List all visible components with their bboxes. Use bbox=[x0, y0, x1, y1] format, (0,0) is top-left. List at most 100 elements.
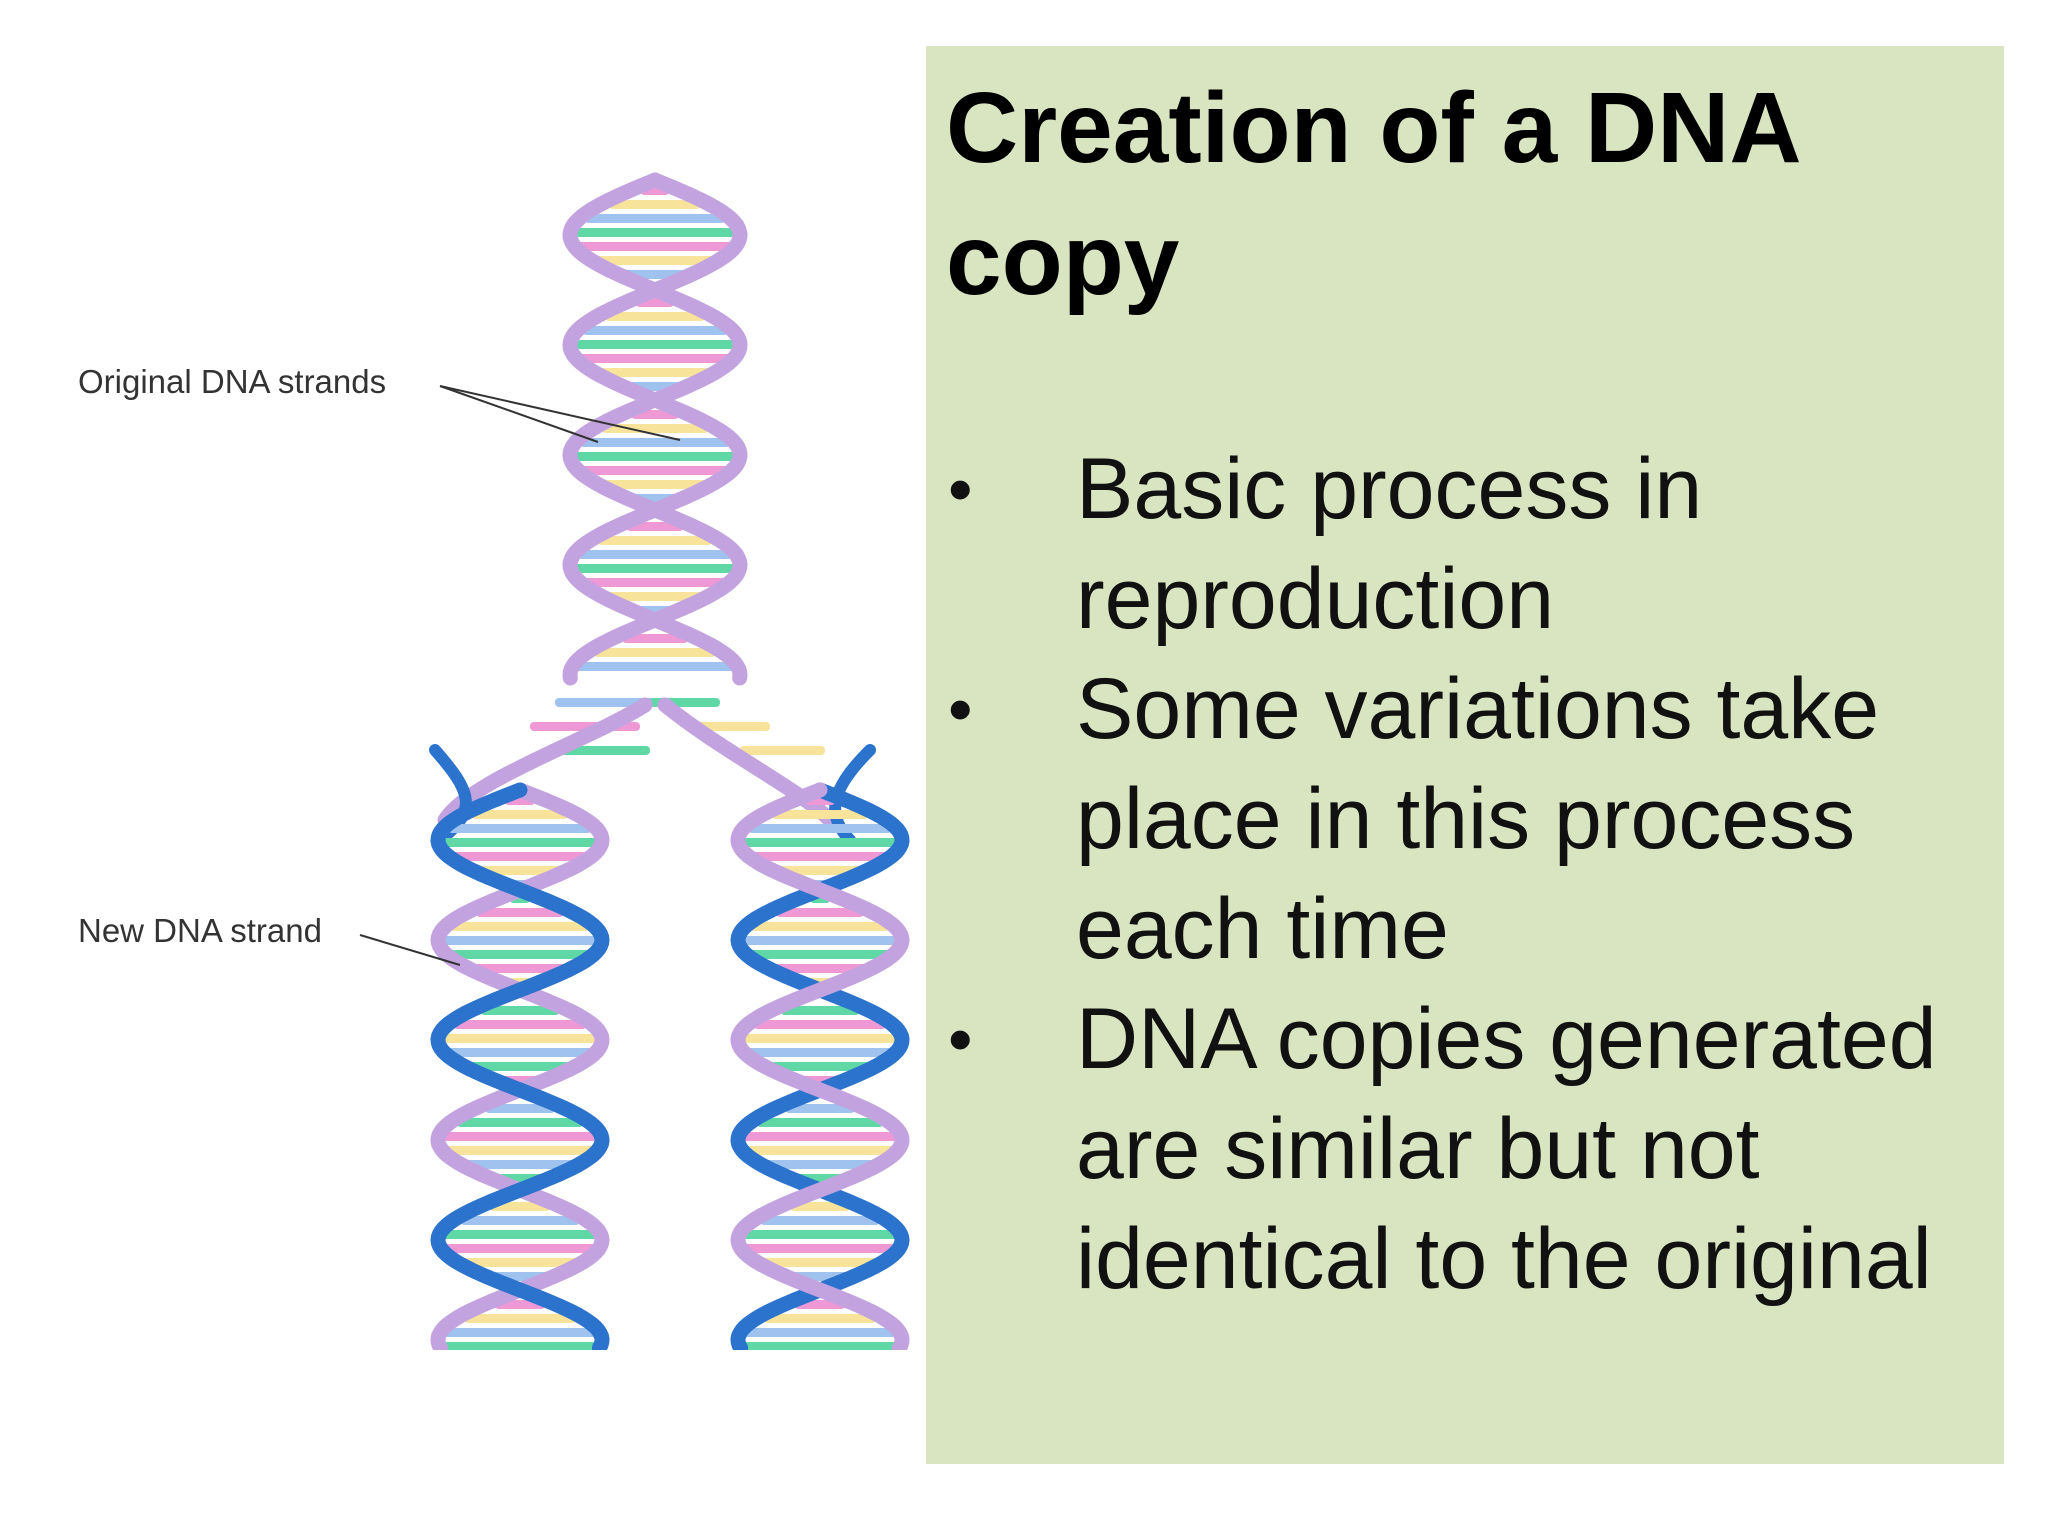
base-pair bbox=[605, 312, 705, 321]
bullet-icon: • bbox=[948, 1000, 973, 1078]
bullet-item: • Some variations take place in this pro… bbox=[946, 654, 1996, 984]
dna-strand-line bbox=[430, 782, 610, 1350]
original-strands-pointer bbox=[439, 385, 599, 443]
base-pair bbox=[780, 1006, 860, 1015]
base-pair bbox=[756, 1118, 884, 1127]
base-pair bbox=[740, 746, 825, 755]
base-pair bbox=[742, 950, 898, 959]
dna-strand-line bbox=[730, 782, 910, 1350]
base-pair bbox=[571, 228, 739, 237]
base-pair bbox=[440, 1048, 600, 1057]
base-pair bbox=[760, 1216, 880, 1225]
base-pair bbox=[753, 1160, 887, 1169]
base-pair bbox=[750, 1258, 890, 1267]
base-pair bbox=[453, 1020, 587, 1029]
base-pair bbox=[438, 936, 602, 945]
base-pair bbox=[438, 838, 602, 847]
base-pair bbox=[463, 1314, 577, 1323]
base-pair bbox=[439, 1034, 601, 1043]
bullet-icon: • bbox=[948, 670, 973, 748]
base-pair bbox=[442, 950, 598, 959]
base-pair bbox=[771, 810, 869, 819]
bullet-text: DNA copies generated are similar but not… bbox=[1076, 991, 1937, 1307]
base-pair bbox=[738, 1244, 902, 1253]
base-pair bbox=[748, 824, 892, 833]
dna-helix-group bbox=[429, 172, 910, 1350]
bullet-item: • Basic process in reproduction bbox=[946, 434, 1996, 654]
new-strand-pointer bbox=[359, 934, 461, 966]
base-pair bbox=[590, 480, 720, 489]
base-pair bbox=[438, 1342, 602, 1350]
base-pair bbox=[582, 326, 728, 335]
dna-strand-line bbox=[657, 697, 838, 828]
base-pair bbox=[480, 1006, 560, 1015]
base-pair bbox=[738, 838, 902, 847]
base-pair bbox=[742, 1230, 898, 1239]
base-pair bbox=[570, 564, 740, 573]
dna-replication-diagram: Original DNA strands New DNA strand bbox=[78, 172, 910, 1350]
base-pair bbox=[450, 922, 590, 931]
base-pair bbox=[442, 1230, 598, 1239]
base-pair bbox=[453, 1160, 587, 1169]
base-pair bbox=[763, 1314, 877, 1323]
dna-strand-line bbox=[430, 782, 610, 1350]
base-pair bbox=[738, 936, 902, 945]
bullet-text: Some variations take place in this proce… bbox=[1076, 661, 1880, 977]
base-pair bbox=[438, 1244, 602, 1253]
base-pair bbox=[739, 1146, 901, 1155]
base-pair bbox=[621, 634, 689, 643]
bullet-text: Basic process in reproduction bbox=[1076, 441, 1703, 647]
base-pair bbox=[572, 354, 738, 363]
base-pair bbox=[626, 522, 684, 531]
original-strands-pointer bbox=[439, 385, 681, 441]
base-pair bbox=[584, 214, 726, 223]
base-pair bbox=[560, 746, 650, 755]
base-pair bbox=[750, 922, 890, 931]
original-strands-label: Original DNA strands bbox=[78, 363, 386, 400]
base-pair bbox=[776, 908, 864, 917]
base-pair bbox=[584, 256, 726, 265]
dna-strand-line bbox=[437, 697, 653, 828]
base-pair bbox=[577, 550, 733, 559]
base-pair bbox=[571, 242, 739, 251]
base-pair bbox=[439, 1146, 601, 1155]
bullet-item: • DNA copies generated are similar but n… bbox=[946, 984, 1996, 1314]
dna-strand-line bbox=[562, 172, 748, 686]
base-pair bbox=[489, 1202, 551, 1211]
base-pair bbox=[575, 662, 735, 671]
base-pair bbox=[448, 824, 592, 833]
base-pair bbox=[456, 1062, 584, 1071]
base-pair bbox=[601, 424, 709, 433]
base-pair bbox=[575, 578, 735, 587]
bullet-list: • Basic process in reproduction • Some v… bbox=[946, 434, 1996, 1314]
base-pair bbox=[739, 1034, 901, 1043]
base-pair bbox=[443, 1328, 597, 1337]
base-pair bbox=[756, 1062, 884, 1071]
new-strand-label: New DNA strand bbox=[78, 912, 322, 949]
base-pair bbox=[570, 340, 740, 349]
base-pair bbox=[594, 592, 716, 601]
base-pair bbox=[609, 200, 701, 209]
base-pair bbox=[740, 1048, 900, 1057]
bullet-icon: • bbox=[948, 450, 973, 528]
dna-strand-line bbox=[730, 782, 910, 1350]
text-panel bbox=[926, 46, 2004, 1464]
base-pair bbox=[570, 452, 740, 461]
dna-strand-line bbox=[562, 172, 748, 686]
base-pair bbox=[460, 1216, 580, 1225]
base-pair bbox=[738, 1342, 902, 1350]
base-pair bbox=[597, 536, 713, 545]
base-pair bbox=[476, 908, 564, 917]
base-pair bbox=[753, 1020, 887, 1029]
base-pair bbox=[443, 852, 597, 861]
base-pair bbox=[743, 852, 897, 861]
base-pair bbox=[440, 1132, 600, 1141]
base-pair bbox=[485, 1104, 555, 1113]
base-pair bbox=[450, 1258, 590, 1267]
base-pair bbox=[695, 722, 770, 731]
base-pair bbox=[579, 438, 731, 447]
base-pair bbox=[456, 1118, 584, 1127]
base-pair bbox=[574, 466, 736, 475]
base-pair bbox=[789, 1202, 851, 1211]
